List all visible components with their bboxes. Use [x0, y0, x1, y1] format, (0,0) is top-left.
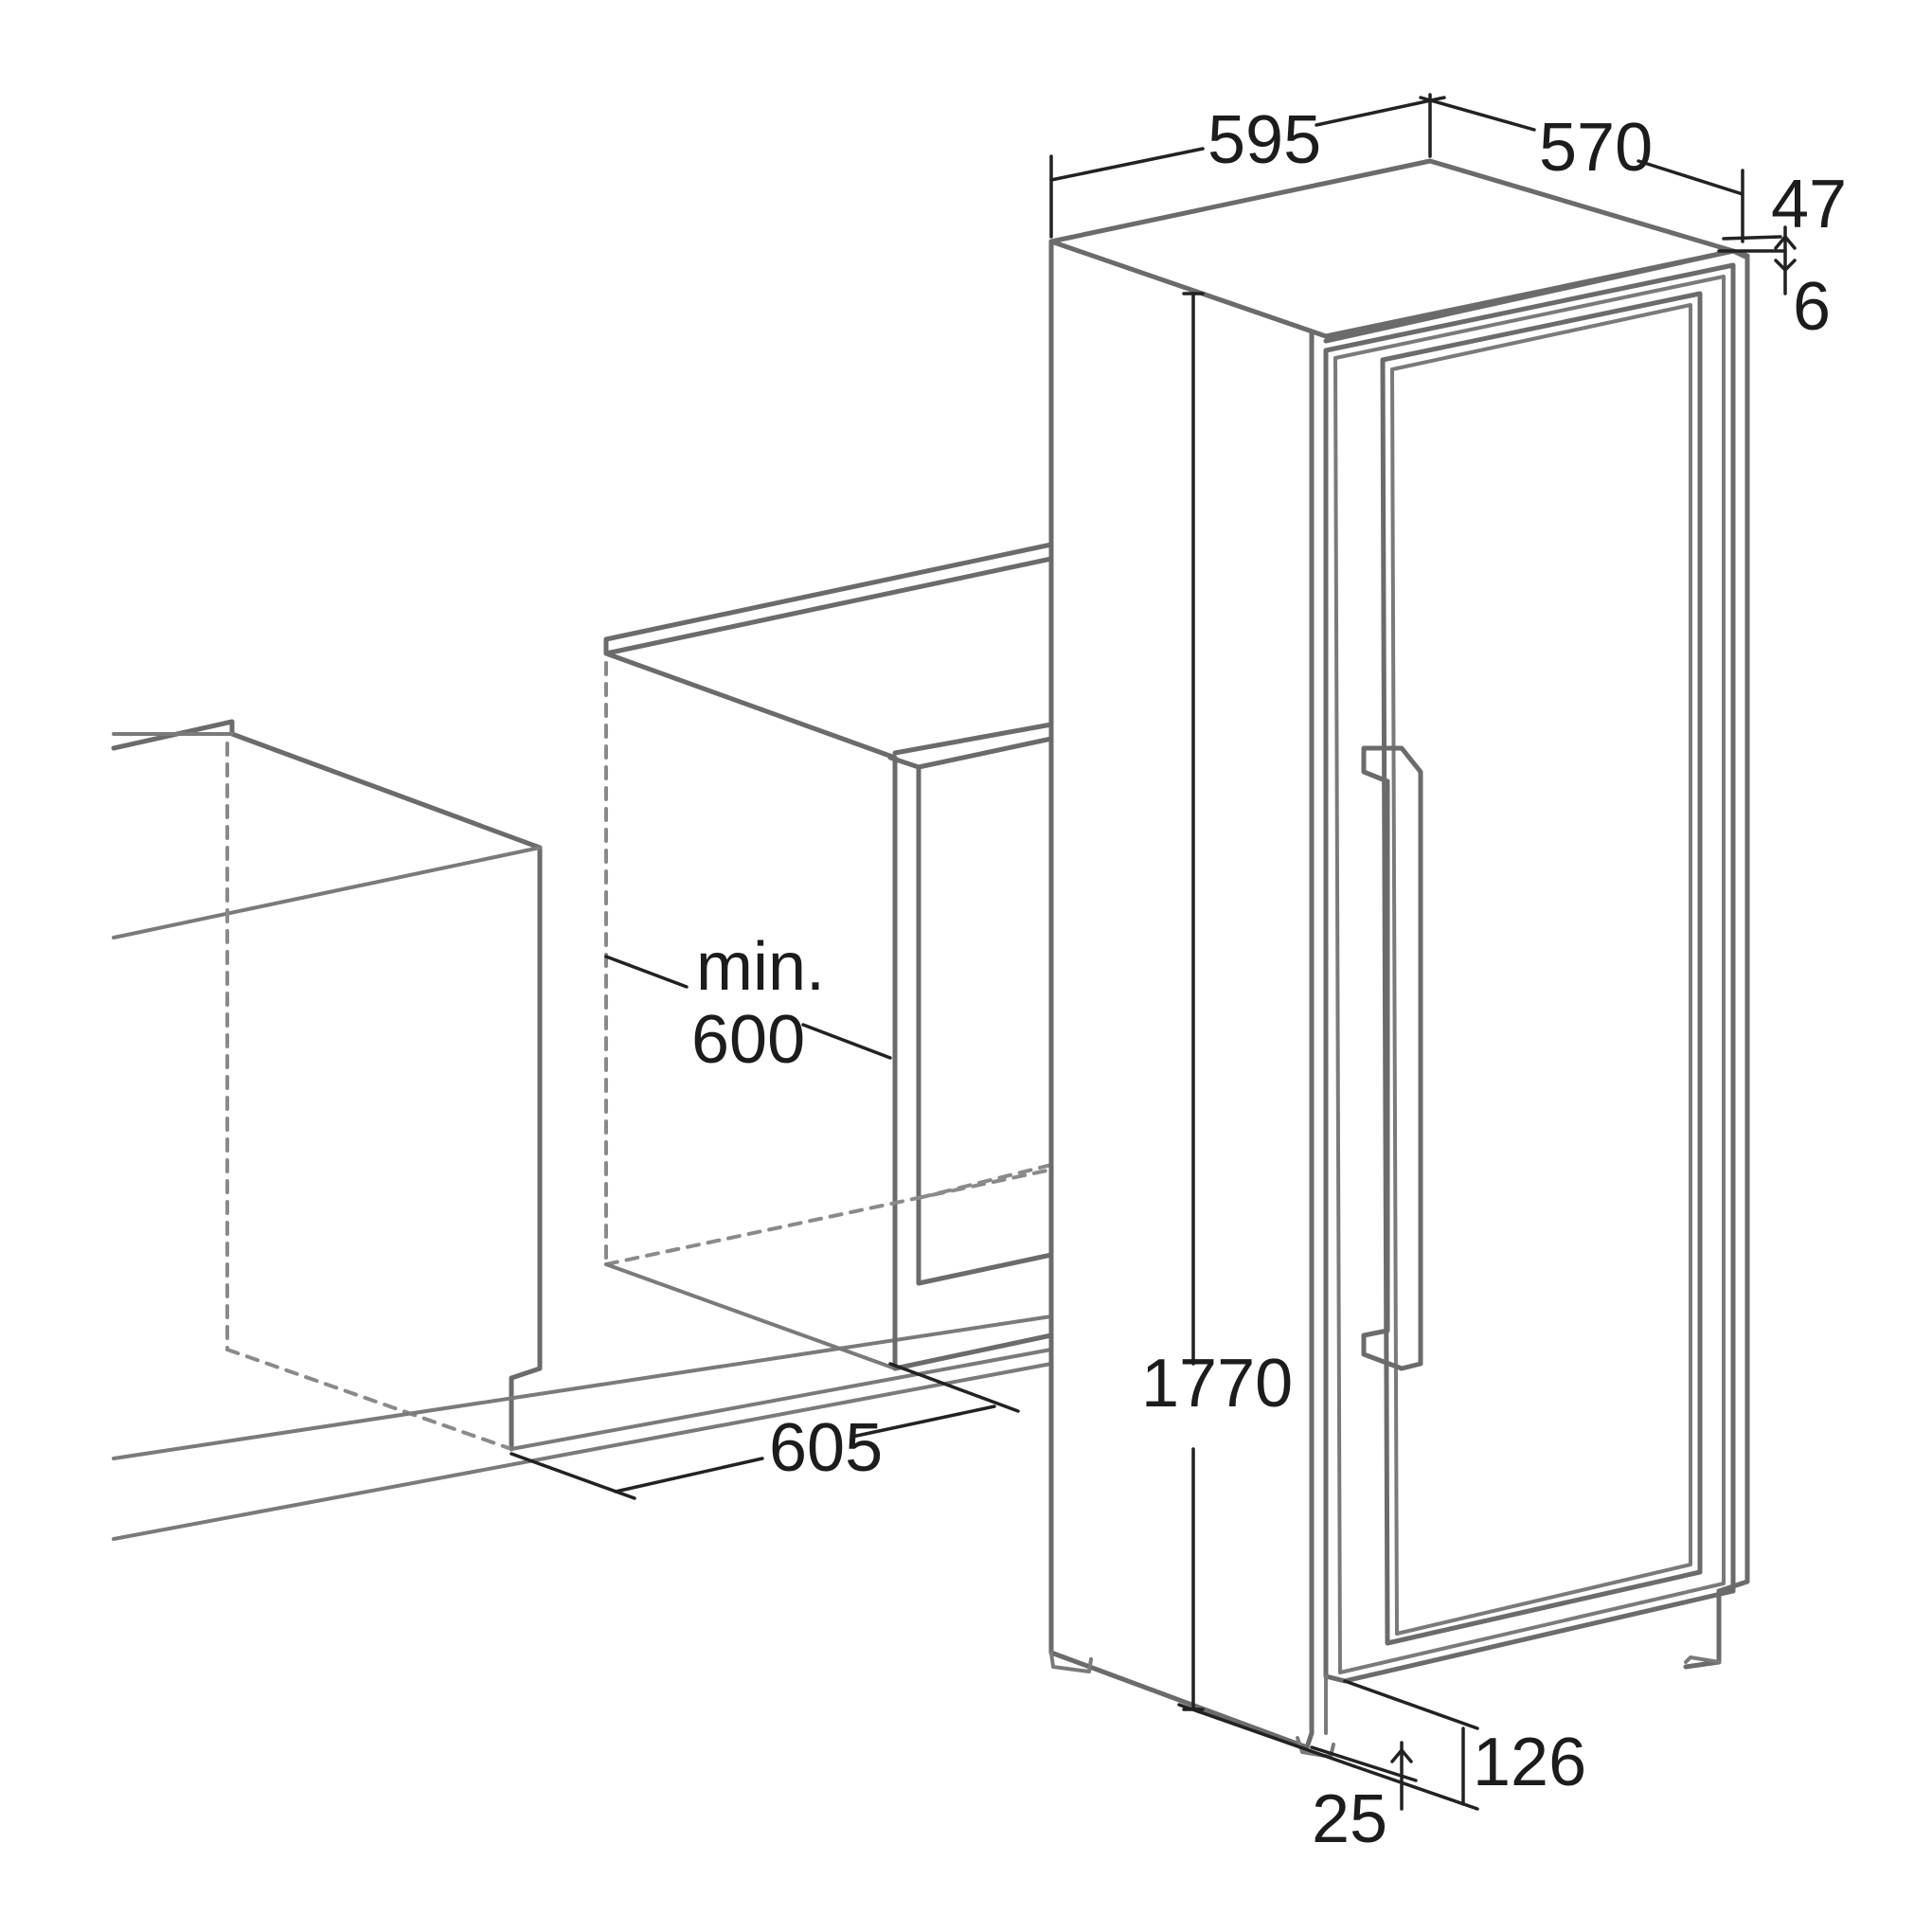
foot-height-label: 25: [1312, 1781, 1387, 1857]
dimension-labels: 595 570 47 6 1770 126 25 605 min. 600: [691, 102, 1847, 1857]
depth-label: 570: [1539, 110, 1653, 186]
niche-depth-label: 605: [769, 1410, 883, 1486]
dimension-lines: [510, 93, 1797, 1811]
width-label: 595: [1208, 102, 1321, 178]
door-offset-label: 47: [1771, 167, 1847, 242]
niche-cabinet: [603, 542, 1054, 1371]
height-label: 1770: [1141, 1346, 1293, 1422]
plinth-height-label: 126: [1473, 1725, 1586, 1800]
min-value-label: 600: [691, 1002, 805, 1078]
appliance: [1048, 158, 1750, 1759]
min-label: min.: [696, 929, 825, 1005]
left-cabinet: [111, 719, 1053, 1541]
door-gap-label: 6: [1793, 269, 1831, 345]
